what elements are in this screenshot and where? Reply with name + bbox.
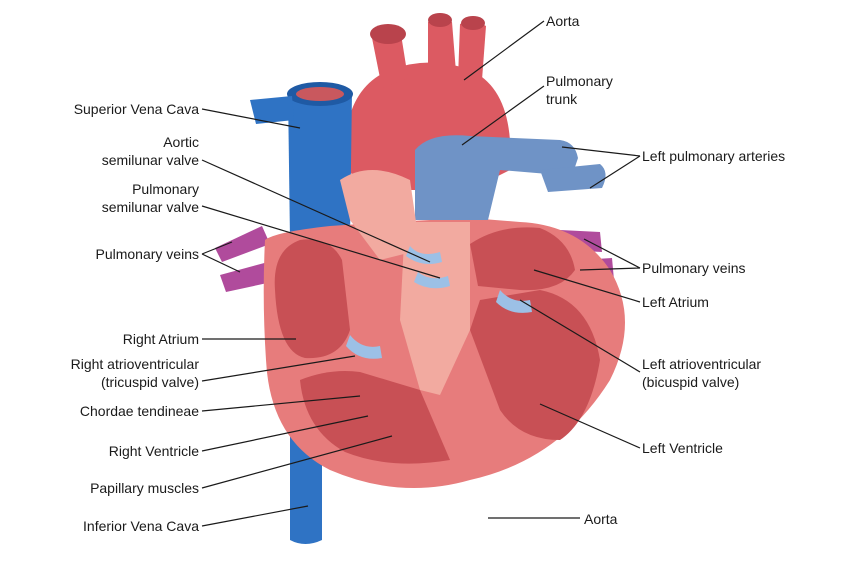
label-text: Pulmonary veins xyxy=(642,260,746,276)
label-left-ventricle: Left Ventricle xyxy=(642,439,723,457)
label-right-atrium: Right Atrium xyxy=(123,330,199,348)
label-text-line2: semilunar valve xyxy=(101,199,199,215)
pulmonary-veins-left-vessels xyxy=(215,226,272,292)
label-right-av-valve: Right atrioventricular (tricuspid valve) xyxy=(71,355,199,391)
label-left-pulmonary-arteries: Left pulmonary arteries xyxy=(642,147,785,165)
right-atrium-chamber xyxy=(274,239,350,359)
label-chordae-tendineae: Chordae tendineae xyxy=(80,402,199,420)
label-pulmonary-veins-left: Pulmonary veins xyxy=(96,245,200,263)
label-text-line1: Right atrioventricular xyxy=(70,356,199,372)
label-left-av-valve: Left atrioventricular (bicuspid valve) xyxy=(642,355,761,391)
label-text: Left Ventricle xyxy=(642,440,723,456)
label-left-atrium: Left Atrium xyxy=(642,293,709,311)
label-pulmonary-veins-right: Pulmonary veins xyxy=(642,259,746,277)
label-text: Papillary muscles xyxy=(90,480,199,496)
label-text: Aorta xyxy=(546,13,580,29)
label-text: Right Ventricle xyxy=(108,443,199,459)
label-text-line1: Aortic xyxy=(163,134,199,150)
label-papillary-muscles: Papillary muscles xyxy=(90,479,199,497)
aortic-outflow xyxy=(340,170,420,260)
label-aorta-bottom: Aorta xyxy=(584,510,617,528)
label-text: Superior Vena Cava xyxy=(73,101,199,117)
right-ventricle-chamber xyxy=(300,371,450,464)
leader-lines xyxy=(201,20,641,527)
label-text-line2: semilunar valve xyxy=(101,152,199,168)
label-aortic-semilunar-valve: Aortic semilunar valve xyxy=(102,133,199,169)
label-text: Pulmonary veins xyxy=(95,246,200,262)
septum xyxy=(400,222,470,395)
label-text-line2: trunk xyxy=(546,91,578,107)
label-text: Left pulmonary arteries xyxy=(642,148,786,164)
label-text: Right Atrium xyxy=(122,331,199,347)
label-superior-vena-cava: Superior Vena Cava xyxy=(74,100,199,118)
left-ventricle-chamber xyxy=(470,290,600,440)
superior-vena-cava-vessel xyxy=(250,82,353,240)
label-text: Chordae tendineae xyxy=(79,403,199,419)
label-inferior-vena-cava: Inferior Vena Cava xyxy=(83,517,199,535)
valves xyxy=(346,246,532,359)
label-text: Left Atrium xyxy=(642,294,709,310)
label-text-line1: Pulmonary xyxy=(132,181,199,197)
label-text-line1: Pulmonary xyxy=(546,73,613,89)
label-text-line1: Left atrioventricular xyxy=(642,356,762,372)
label-pulmonary-trunk: Pulmonary trunk xyxy=(546,72,613,108)
label-text-line2: (tricuspid valve) xyxy=(100,374,199,390)
label-text: Aorta xyxy=(584,511,618,527)
label-text-line2: (bicuspid valve) xyxy=(642,374,740,390)
label-right-ventricle: Right Ventricle xyxy=(109,442,199,460)
pulmonary-trunk-vessel xyxy=(415,135,606,220)
label-text: Inferior Vena Cava xyxy=(83,518,199,534)
label-aorta-top: Aorta xyxy=(546,12,579,30)
label-pulmonary-semilunar-valve: Pulmonary semilunar valve xyxy=(102,180,199,216)
